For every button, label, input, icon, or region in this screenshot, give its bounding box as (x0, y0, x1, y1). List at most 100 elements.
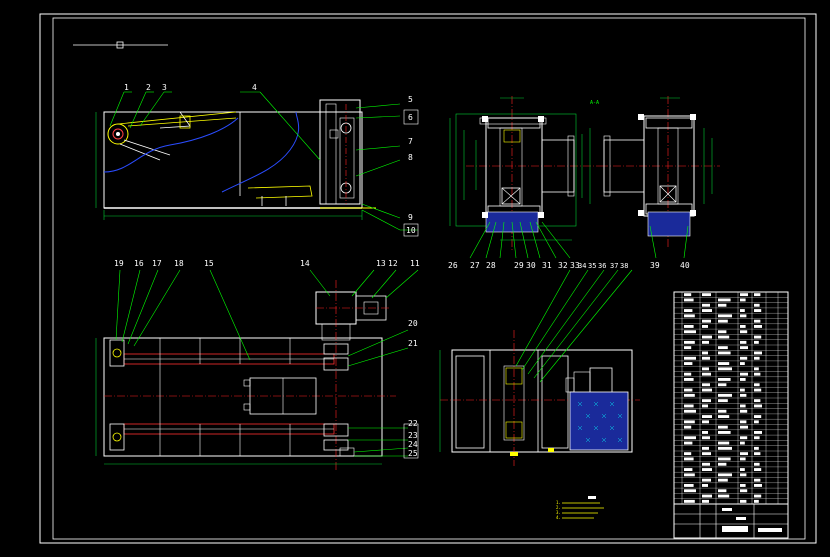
parts-list-cell-glyphs (754, 468, 762, 471)
parts-list-cell-glyphs (684, 468, 693, 471)
parts-list-cell-glyphs (740, 457, 746, 461)
parts-list-cell-glyphs (740, 298, 746, 302)
parts-list-cell-glyphs (718, 383, 727, 387)
parts-list-cell-glyphs (702, 340, 709, 344)
parts-list-cell-glyphs (718, 462, 727, 466)
parts-list-cell-glyphs (684, 372, 692, 376)
parts-list-cell-glyphs (702, 399, 711, 403)
parts-list-cell-glyphs (740, 393, 747, 397)
parts-list-cell-glyphs (740, 325, 746, 328)
parts-list-cell-glyphs (718, 367, 732, 371)
note-4: 4. (556, 515, 561, 520)
parts-list-cell-glyphs (740, 499, 747, 503)
parts-list-cell-glyphs (740, 346, 748, 350)
section-view (439, 269, 640, 466)
parts-list-cell-glyphs (754, 436, 760, 440)
callout-38: 38 (620, 262, 628, 270)
parts-list-cell-glyphs (702, 356, 710, 360)
plan-view-labels: 19 16 17 18 15 14 13 12 11 20 21 22 23 2… (114, 259, 420, 458)
parts-list-cell-glyphs (740, 356, 748, 360)
parts-list-cell-glyphs (740, 489, 748, 493)
parts-list-cell-glyphs (740, 372, 748, 376)
parts-list-cell-glyphs (740, 362, 745, 365)
parts-list-cell-glyphs (702, 436, 710, 440)
callout-27: 27 (470, 261, 480, 270)
parts-list-cell-glyphs (754, 494, 762, 498)
parts-list-cell-glyphs (702, 367, 709, 371)
parts-list-cell-glyphs (754, 325, 762, 328)
parts-list-cell-glyphs (740, 409, 748, 413)
callout-12: 12 (388, 259, 398, 268)
side-view-left: A-A (449, 96, 600, 259)
callout-3: 3 (162, 83, 167, 92)
note-1: 1. (556, 500, 561, 505)
parts-list-cell-glyphs (740, 468, 745, 471)
parts-list-cell-glyphs (754, 388, 762, 392)
parts-list-cell-glyphs (740, 484, 746, 487)
callout-25: 25 (408, 449, 418, 458)
parts-list-cell-glyphs (718, 346, 728, 350)
parts-list-cell-glyphs (718, 330, 727, 334)
top-view (95, 91, 419, 237)
parts-list-cell-glyphs (684, 340, 695, 344)
parts-list-cell-glyphs (684, 388, 693, 392)
parts-list-cell-glyphs (740, 404, 746, 408)
parts-list-cell-glyphs (684, 441, 693, 445)
callout-28: 28 (486, 261, 496, 270)
parts-list-cell-glyphs (718, 425, 728, 429)
callout-23: 23 (408, 431, 418, 440)
parts-list-cell-glyphs (702, 484, 708, 487)
parts-list-cell-glyphs (702, 383, 710, 387)
plan-view (95, 269, 419, 470)
parts-list-cell-glyphs (702, 431, 708, 434)
callout-2: 2 (146, 83, 151, 92)
scale-indicator (73, 41, 168, 49)
parts-list-cell-glyphs (702, 335, 712, 339)
parts-list-cell-glyphs (684, 362, 693, 365)
parts-list-cell-glyphs (754, 431, 762, 434)
parts-list-cell-glyphs (718, 319, 728, 323)
parts-list-cell-glyphs (740, 330, 748, 334)
parts-list-cell-glyphs (754, 293, 761, 297)
parts-list-cell-glyphs (702, 325, 708, 328)
callout-34: 34 (578, 262, 586, 270)
callout-20: 20 (408, 319, 418, 328)
parts-list-cell-glyphs (702, 462, 710, 466)
parts-list-cell-glyphs (684, 425, 692, 429)
parts-list-cell-glyphs (684, 420, 695, 424)
parts-list-cell-glyphs (740, 420, 747, 424)
title-block (673, 503, 789, 539)
parts-list-cell-glyphs (702, 494, 712, 498)
parts-list-cell-glyphs (740, 378, 746, 381)
callout-15: 15 (204, 259, 214, 268)
parts-list-cell-glyphs (718, 378, 731, 381)
svg-text:A-A: A-A (590, 100, 599, 106)
parts-list-cell-glyphs (684, 452, 692, 456)
parts-list-cell-glyphs (718, 335, 730, 339)
parts-list-cell-glyphs (684, 499, 695, 503)
parts-list-cell-glyphs (702, 404, 708, 408)
parts-list-cell-glyphs (684, 356, 696, 360)
parts-list-cell-glyphs (740, 314, 747, 318)
parts-list-cell-glyphs (754, 372, 761, 376)
parts-list-cell-glyphs (702, 478, 711, 482)
side-view-right-labels: 39 40 (650, 261, 690, 270)
parts-list-cell-glyphs (718, 393, 732, 397)
callout-7: 7 (408, 137, 413, 146)
callout-14: 14 (300, 259, 310, 268)
parts-list-cell-glyphs (718, 489, 727, 493)
callout-17: 17 (152, 259, 162, 268)
callout-1: 1 (124, 83, 129, 92)
parts-list-cell-glyphs (718, 457, 731, 461)
parts-list-cell-glyphs (718, 441, 730, 445)
parts-list-cell-glyphs (684, 436, 696, 440)
parts-list-cell-glyphs (718, 298, 731, 302)
parts-list-cell-glyphs (718, 431, 731, 434)
parts-list-cell-glyphs (754, 452, 761, 456)
parts-list-cell-glyphs (718, 478, 728, 482)
parts-list-cell-glyphs (718, 494, 730, 498)
callout-35: 35 (588, 262, 596, 270)
parts-list-cell-glyphs (684, 346, 692, 350)
parts-list-cell-glyphs (740, 473, 747, 477)
